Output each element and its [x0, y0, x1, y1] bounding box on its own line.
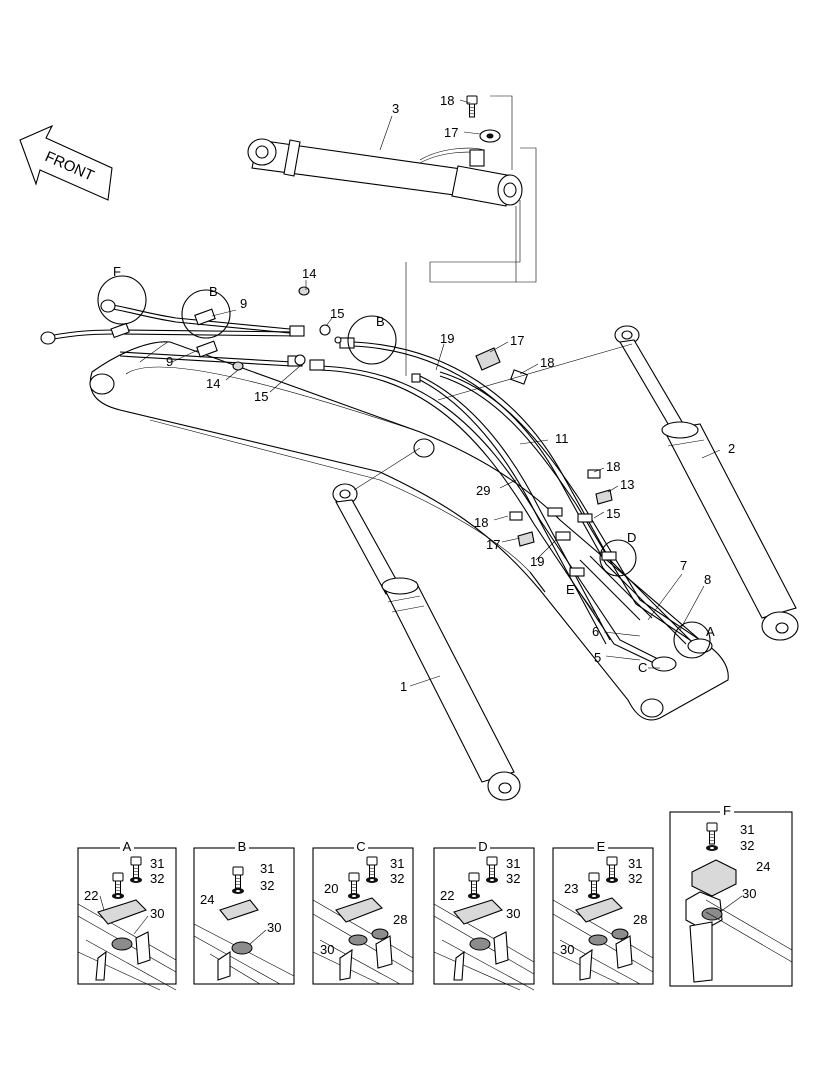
panel-d-label-32: 32 [506, 871, 520, 886]
callout-14-upper: 14 [302, 266, 316, 281]
detail-circle-f [97, 275, 147, 325]
callout-19-upper: 19 [440, 331, 454, 346]
panel-e-label-23: 23 [564, 881, 578, 896]
callout-f: F [113, 264, 121, 279]
panel-f-label-31: 31 [740, 822, 754, 837]
callout-13: 13 [620, 477, 634, 492]
panel-f-label-24: 24 [756, 859, 770, 874]
hose-lines [47, 303, 701, 665]
panel-b-label-31: 31 [260, 861, 274, 876]
panel-a-label-22: 22 [84, 888, 98, 903]
callout-7: 7 [680, 558, 687, 573]
panel-b-label-32: 32 [260, 878, 274, 893]
detail-circle-b1 [181, 289, 231, 339]
panel-c-label-32: 32 [390, 871, 404, 886]
boom-tip-hole [640, 698, 664, 718]
callout-15-right: 15 [606, 506, 620, 521]
callout-17-left: 17 [486, 537, 500, 552]
callout-11: 11 [555, 431, 569, 446]
front-arrow: FRONT [19, 124, 113, 201]
panel-d-title: D [478, 839, 487, 854]
panel-e-label-32: 32 [628, 871, 642, 886]
cylinder-3 [247, 138, 523, 207]
detail-panel-a: A 31 32 22 30 [77, 839, 177, 991]
detail-panel-f: F 31 32 24 30 [669, 803, 793, 987]
leader-lines [171, 99, 721, 687]
callout-9-upper: 9 [240, 296, 247, 311]
detail-circle-d [599, 539, 637, 577]
part-17-top [479, 129, 501, 143]
hose-clamps [110, 308, 617, 577]
callout-14-lower: 14 [206, 376, 220, 391]
callout-3: 3 [392, 101, 399, 116]
callout-9-lower: 9 [166, 354, 173, 369]
part-18-top-bolt [466, 95, 478, 118]
callout-15-lower: 15 [254, 389, 268, 404]
detail-panel-d: D 31 32 22 30 [433, 839, 535, 991]
panel-e-label-31: 31 [628, 856, 642, 871]
detail-circle-a [673, 621, 711, 659]
panel-e-label-30: 30 [560, 942, 574, 957]
callout-18-top: 18 [440, 93, 454, 108]
callout-17-top: 17 [444, 125, 458, 140]
main-callouts: 3 18 17 F B 9 14 15 B 9 14 15 19 17 18 2… [113, 93, 735, 694]
panel-e-title: E [597, 839, 606, 854]
panel-d-label-30: 30 [506, 906, 520, 921]
boom-pivot-hole [89, 373, 115, 395]
callout-e: E [566, 582, 575, 597]
callout-18-mid: 18 [540, 355, 554, 370]
boom [89, 341, 729, 721]
callout-17-mid: 17 [510, 333, 524, 348]
cylinder-3-port [469, 149, 485, 167]
panel-f-label-30: 30 [742, 886, 756, 901]
panel-b-label-30: 30 [267, 920, 281, 935]
callout-2: 2 [728, 441, 735, 456]
panel-c-title: C [356, 839, 365, 854]
callout-c: C [638, 660, 647, 675]
callout-b-left: B [209, 284, 218, 299]
panel-c-label-20: 20 [324, 881, 338, 896]
panel-b-label-24: 24 [200, 892, 214, 907]
panel-d-label-31: 31 [506, 856, 520, 871]
callout-d: D [627, 530, 636, 545]
callout-8: 8 [704, 572, 711, 587]
panel-c-label-28: 28 [393, 912, 407, 927]
boom-cylinder-pin-hole [413, 438, 435, 458]
panel-f-title: F [723, 803, 731, 818]
cylinder-2 [614, 325, 799, 641]
panel-a-label-31: 31 [150, 856, 164, 871]
detail-panel-b: B 31 32 24 30 [193, 839, 295, 985]
detail-circle-b2 [347, 315, 397, 365]
detail-panel-c: C 31 32 20 28 30 [312, 839, 414, 985]
callout-a: A [706, 624, 715, 639]
panel-c-label-31: 31 [390, 856, 404, 871]
hose-end-fittings [40, 299, 713, 672]
callout-18-left: 18 [474, 515, 488, 530]
detail-circles [97, 275, 711, 659]
callout-b-right: B [376, 314, 385, 329]
panel-e-label-28: 28 [633, 912, 647, 927]
detail-panel-e: E 31 32 23 28 30 [552, 839, 654, 985]
panel-f-label-32: 32 [740, 838, 754, 853]
panel-a-label-30: 30 [150, 906, 164, 921]
small-parts [232, 286, 613, 547]
panel-c-label-30: 30 [320, 942, 334, 957]
callout-5: 5 [594, 650, 601, 665]
panel-a-title: A [123, 839, 132, 854]
callout-29: 29 [476, 483, 490, 498]
panel-a-label-32: 32 [150, 871, 164, 886]
callout-1: 1 [400, 679, 407, 694]
panel-b-title: B [238, 839, 247, 854]
callout-6: 6 [592, 624, 599, 639]
callout-15-upper: 15 [330, 306, 344, 321]
callout-18-right: 18 [606, 459, 620, 474]
callout-19-lower: 19 [530, 554, 544, 569]
cylinder-1 [332, 483, 521, 801]
panel-d-label-22: 22 [440, 888, 454, 903]
